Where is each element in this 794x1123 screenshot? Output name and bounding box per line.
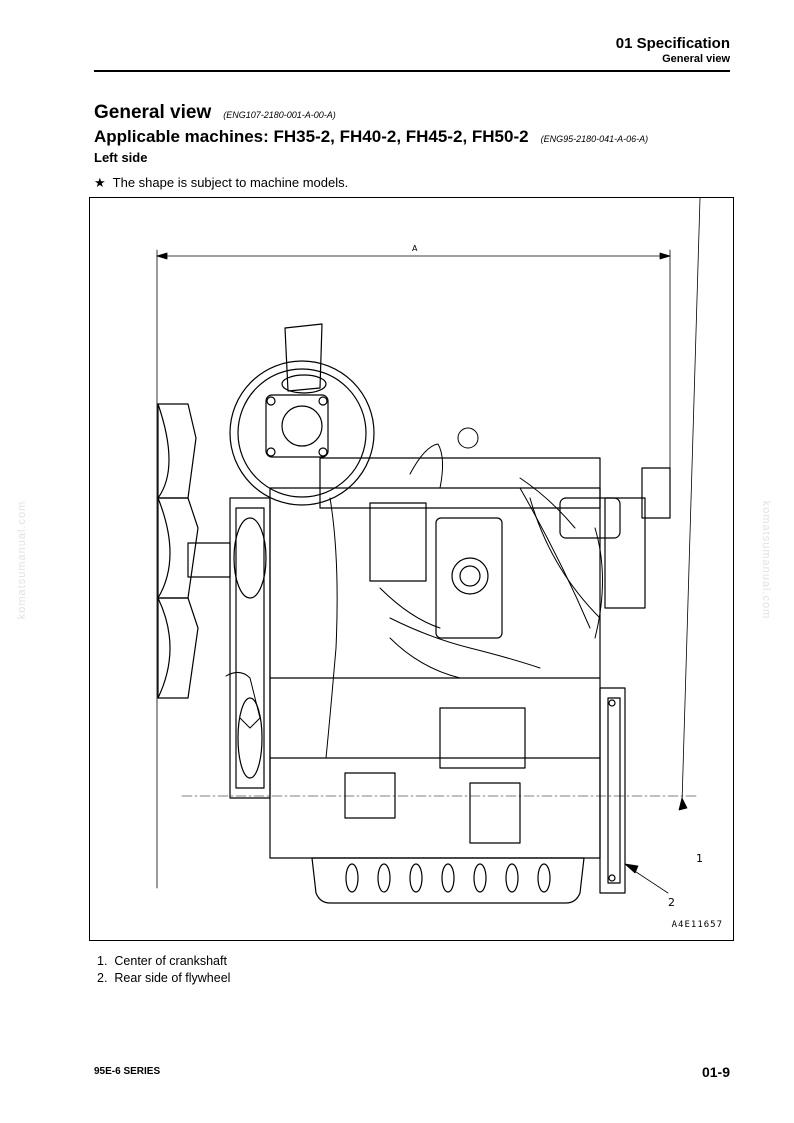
engine-drawing: A bbox=[156, 198, 703, 909]
muffler-icon bbox=[229, 323, 375, 506]
chapter-title: 01 Specification bbox=[615, 35, 730, 52]
page-title-text: General view bbox=[94, 102, 212, 123]
page-title: General view (ENG107-2180-001-A-00-A) bbox=[94, 102, 336, 124]
callout-1: 1 bbox=[696, 852, 703, 865]
page-header: 01 Specification General view bbox=[94, 32, 730, 72]
applicable-machines-text: Applicable machines: FH35-2, FH40-2, FH4… bbox=[94, 127, 529, 146]
legend-text: Rear side of flywheel bbox=[114, 971, 231, 985]
view-label: Left side bbox=[94, 150, 148, 165]
pipes bbox=[225, 427, 603, 759]
legend-number: 1. bbox=[97, 954, 108, 968]
dimension-a-label: A bbox=[412, 244, 418, 253]
engine-figure: A bbox=[89, 197, 734, 941]
section-title: General view bbox=[662, 53, 730, 65]
flywheel-icon bbox=[599, 687, 626, 894]
callout-2-leader bbox=[624, 863, 669, 894]
watermark-left: komatsumanual.com bbox=[16, 500, 28, 620]
note: ★ The shape is subject to machine models… bbox=[94, 175, 348, 191]
legend-text: Center of crankshaft bbox=[114, 954, 227, 968]
drawing-code: A4E11657 bbox=[671, 920, 723, 930]
star-icon: ★ bbox=[94, 175, 106, 190]
watermark-right: komatsumanual.com bbox=[760, 500, 772, 620]
legend-number: 2. bbox=[97, 971, 108, 985]
figure-legend: 1. Center of crankshaft 2. Rear side of … bbox=[97, 953, 230, 987]
applicable-machines: Applicable machines: FH35-2, FH40-2, FH4… bbox=[94, 127, 648, 147]
footer-series: 95E-6 SERIES bbox=[94, 1066, 161, 1077]
page-title-code: (ENG107-2180-001-A-00-A) bbox=[223, 110, 336, 120]
dimension-line-a bbox=[156, 249, 671, 889]
fan-icon bbox=[157, 403, 231, 699]
callout-1-leader bbox=[678, 198, 701, 811]
legend-item: 2. Rear side of flywheel bbox=[97, 970, 230, 987]
oil-pan-icon bbox=[311, 857, 585, 904]
footer-page-number: 01-9 bbox=[701, 1064, 730, 1080]
callout-2: 2 bbox=[668, 896, 675, 909]
note-text: The shape is subject to machine models. bbox=[112, 175, 349, 190]
engine-block bbox=[269, 457, 671, 859]
pulley-icon bbox=[229, 497, 271, 799]
applicable-machines-code: (ENG95-2180-041-A-06-A) bbox=[540, 134, 649, 144]
legend-item: 1. Center of crankshaft bbox=[97, 953, 230, 970]
